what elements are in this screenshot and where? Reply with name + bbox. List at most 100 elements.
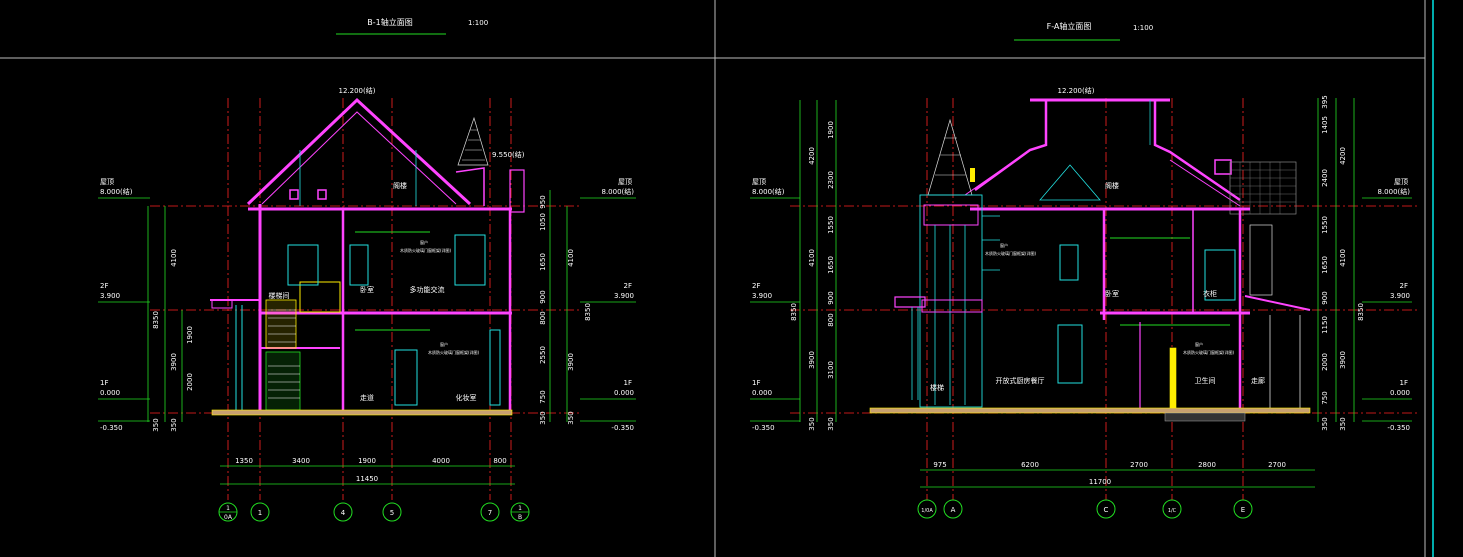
svg-text:750: 750 (1321, 391, 1329, 404)
right-room-stair: 楼梯 (930, 383, 944, 392)
svg-text:3900: 3900 (808, 351, 816, 369)
svg-text:1: 1 (226, 505, 230, 512)
right-bottom-dimensions: 975 6200 2700 2800 2700 11700 (920, 461, 1315, 488)
right-room-bedroom: 卧室 (1105, 289, 1119, 298)
right-axis-bubbles[interactable]: 1/0A A C 1/C E (917, 499, 1253, 519)
svg-text:-0.350: -0.350 (1387, 424, 1410, 432)
left-section[interactable]: B-1轴立面图 1:100 (98, 17, 636, 522)
left-level-markers-left: 屋顶 8.000(结) 2F 3.900 1F 0.000 -0.350 (98, 178, 150, 432)
right-level-markers-left: 屋顶 8.000(结) 2F 3.900 1F 0.000 -0.350 (750, 178, 800, 432)
svg-text:4200: 4200 (808, 147, 816, 165)
svg-text:2550: 2550 (539, 346, 547, 364)
svg-text:350: 350 (1339, 417, 1347, 430)
right-note-window-2: 窗户 (1195, 341, 1203, 347)
right-level-markers-right: 屋顶 8.000(结) 2F 3.900 1F 0.000 -0.350 (1362, 178, 1412, 432)
svg-text:4100: 4100 (1339, 249, 1347, 267)
svg-text:0.000: 0.000 (752, 389, 772, 397)
svg-text:900: 900 (827, 291, 835, 304)
left-vertical-dimensions (147, 190, 568, 422)
left-note-frame-1: 木质防火玻璃门窗框架(详图) (400, 247, 452, 253)
left-roof (246, 97, 525, 213)
left-structure (210, 204, 513, 416)
svg-text:1: 1 (518, 505, 522, 512)
svg-text:2F: 2F (752, 282, 760, 290)
right-roof (927, 98, 1297, 215)
svg-text:2700: 2700 (1130, 461, 1148, 469)
left-axis-bubbles[interactable]: 1 0A 1 4 5 7 1 B (218, 502, 530, 522)
svg-text:350: 350 (827, 417, 835, 430)
svg-text:3.900: 3.900 (614, 292, 634, 300)
svg-text:350: 350 (170, 418, 178, 431)
svg-text:0A: 0A (224, 514, 233, 521)
left-level-markers-right: 屋顶 8.000(结) 2F 3.900 1F 0.000 -0.350 (580, 178, 636, 432)
svg-text:4100: 4100 (567, 249, 575, 267)
svg-text:3.900: 3.900 (1390, 292, 1410, 300)
svg-text:6200: 6200 (1021, 461, 1039, 469)
svg-text:975: 975 (933, 461, 946, 469)
left-section-title: B-1轴立面图 (367, 17, 412, 27)
right-section-scale: 1:100 (1133, 24, 1153, 32)
right-room-hallway: 走廊 (1251, 376, 1265, 385)
svg-text:2F: 2F (1400, 282, 1408, 290)
svg-text:2F: 2F (100, 282, 108, 290)
left-section-scale: 1:100 (468, 19, 488, 27)
right-total-dimension: 11700 (1089, 478, 1111, 486)
svg-text:屋顶: 屋顶 (752, 178, 766, 186)
svg-text:1650: 1650 (539, 253, 547, 271)
svg-text:-0.350: -0.350 (752, 424, 775, 432)
svg-text:1050: 1050 (539, 213, 547, 231)
svg-text:8350: 8350 (152, 311, 160, 329)
svg-text:4000: 4000 (432, 457, 450, 465)
svg-text:900: 900 (539, 290, 547, 303)
svg-text:4: 4 (341, 509, 346, 517)
svg-text:3900: 3900 (567, 353, 575, 371)
svg-text:屋顶: 屋顶 (618, 178, 632, 186)
svg-text:1F: 1F (752, 379, 760, 387)
svg-text:3.900: 3.900 (752, 292, 772, 300)
right-note-frame-1: 木质防火玻璃门窗框架(详图) (985, 250, 1037, 256)
svg-text:350: 350 (1321, 417, 1329, 430)
svg-text:4200: 4200 (1339, 147, 1347, 165)
svg-text:8350: 8350 (584, 303, 592, 321)
svg-text:8350: 8350 (1357, 303, 1365, 321)
svg-text:1900: 1900 (358, 457, 376, 465)
svg-text:1150: 1150 (1321, 316, 1329, 334)
svg-text:2000: 2000 (1321, 353, 1329, 371)
svg-text:350: 350 (152, 418, 160, 431)
svg-text:1F: 1F (624, 379, 632, 387)
svg-text:950: 950 (539, 195, 547, 208)
svg-text:4100: 4100 (170, 249, 178, 267)
svg-text:1: 1 (258, 509, 262, 517)
left-bottom-dimensions: 1350 3400 1900 4000 800 11450 (220, 457, 515, 485)
svg-text:2400: 2400 (1321, 169, 1329, 187)
svg-text:8.000(结): 8.000(结) (601, 187, 634, 196)
svg-text:2000: 2000 (186, 373, 194, 391)
svg-text:1650: 1650 (827, 256, 835, 274)
svg-text:0.000: 0.000 (1390, 389, 1410, 397)
right-room-kitchen-dining: 开放式厨房餐厅 (996, 376, 1045, 385)
svg-text:8.000(结): 8.000(结) (100, 187, 133, 196)
svg-text:1550: 1550 (1321, 216, 1329, 234)
right-note-window-1: 窗户 (1000, 242, 1008, 248)
svg-text:4100: 4100 (808, 249, 816, 267)
svg-text:800: 800 (493, 457, 506, 465)
svg-text:E: E (1241, 506, 1245, 514)
svg-text:1550: 1550 (827, 216, 835, 234)
svg-text:1/C: 1/C (1168, 508, 1177, 514)
svg-text:8.000(结): 8.000(结) (752, 187, 785, 196)
svg-text:-0.350: -0.350 (100, 424, 123, 432)
left-room-corridor: 走道 (360, 393, 374, 402)
left-room-multifunction: 多功能交流 (410, 285, 445, 294)
right-tower (894, 168, 1000, 408)
svg-text:2300: 2300 (827, 171, 835, 189)
svg-text:1F: 1F (100, 379, 108, 387)
right-section[interactable]: F-A轴立面图 1:100 (750, 21, 1420, 519)
svg-text:5: 5 (390, 509, 394, 517)
right-roof-tiles (1230, 162, 1296, 214)
left-tower-elevation: 9.550(结) (492, 150, 525, 159)
svg-text:350: 350 (539, 411, 547, 424)
svg-text:3900: 3900 (170, 353, 178, 371)
svg-text:1405: 1405 (1321, 116, 1329, 134)
